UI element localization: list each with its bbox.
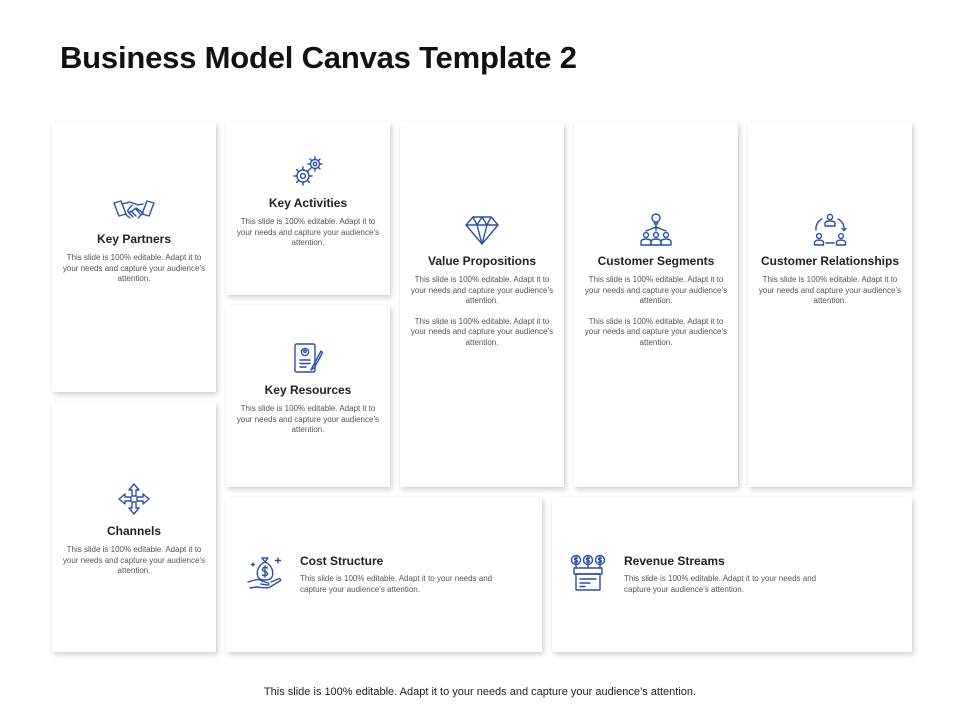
- section-description: This slide is 100% editable. Adapt it to…: [758, 275, 902, 305]
- section-description: This slide is 100% editable. Adapt it to…: [236, 404, 380, 434]
- section-description: This slide is 100% editable. Adapt it to…: [62, 545, 206, 575]
- section-description: This slide is 100% editable. Adapt it to…: [624, 574, 817, 594]
- section-description: This slide is 100% editable. Adapt it to…: [584, 275, 728, 305]
- gears-icon: [290, 154, 326, 190]
- section-title: Revenue Streams: [624, 554, 725, 568]
- page-title: Business Model Canvas Template 2: [60, 40, 577, 75]
- footer-note: This slide is 100% editable. Adapt it to…: [263, 686, 697, 698]
- dollar-cash-register-icon: [570, 554, 610, 594]
- card-customer-segments: Customer Segments This slide is 100% edi…: [574, 122, 738, 487]
- card-key-resources: Key Resources This slide is 100% editabl…: [226, 305, 390, 487]
- section-description: This slide is 100% editable. Adapt it to…: [300, 574, 493, 594]
- section-title: Key Partners: [96, 232, 172, 246]
- section-title: Key Activities: [268, 196, 348, 210]
- section-title: Cost Structure: [300, 554, 384, 568]
- section-description: This slide is 100% editable. Adapt it to…: [584, 316, 728, 347]
- card-key-activities: Key Activities This slide is 100% editab…: [226, 122, 390, 295]
- section-title: Value Propositions: [427, 254, 537, 268]
- section-description: This slide is 100% editable. Adapt it to…: [62, 253, 206, 283]
- section-title: Key Resources: [264, 383, 352, 397]
- people-cycle-icon: [812, 212, 848, 248]
- handshake-icon: [112, 196, 156, 226]
- arrows-four-way-icon: [115, 480, 153, 518]
- money-bag-hand-icon: [246, 554, 286, 594]
- card-channels: Channels This slide is 100% editable. Ad…: [52, 402, 216, 652]
- card-value-propositions: Value Propositions This slide is 100% ed…: [400, 122, 564, 487]
- card-key-partners: Key Partners This slide is 100% editable…: [52, 122, 216, 392]
- card-revenue-streams: Revenue Streams This slide is 100% edita…: [552, 497, 912, 652]
- section-description: This slide is 100% editable. Adapt it to…: [410, 316, 554, 347]
- card-cost-structure: Cost Structure This slide is 100% editab…: [226, 497, 542, 652]
- card-customer-relationships: Customer Relationships This slide is 100…: [748, 122, 912, 487]
- section-title: Customer Segments: [597, 254, 715, 268]
- document-pen-icon: [290, 341, 326, 377]
- section-title: Customer Relationships: [760, 254, 900, 268]
- section-title: Channels: [106, 524, 161, 538]
- diamond-icon: [464, 212, 500, 248]
- section-description: This slide is 100% editable. Adapt it to…: [410, 275, 554, 305]
- lightbulb-people-icon: [638, 212, 674, 248]
- section-description: This slide is 100% editable. Adapt it to…: [236, 217, 380, 247]
